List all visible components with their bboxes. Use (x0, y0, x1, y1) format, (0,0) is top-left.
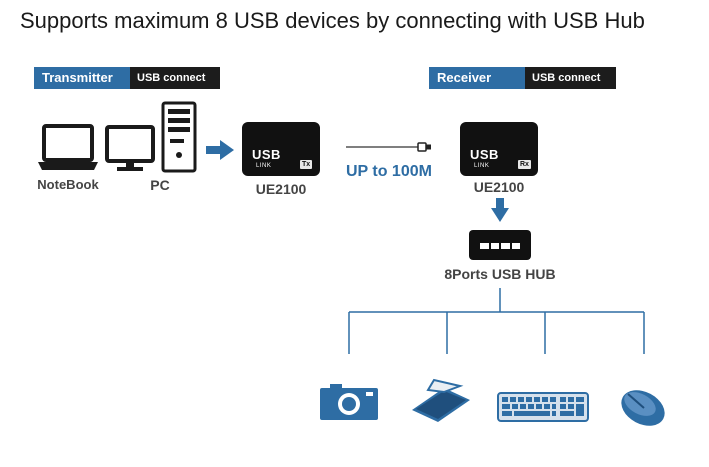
receiver-usb-connect-tag: USB connect (525, 67, 616, 89)
tx-device-badge: Tx (300, 160, 313, 169)
mouse-icon (621, 390, 665, 426)
monitor-icon (105, 125, 155, 171)
page-title: Supports maximum 8 USB devices by connec… (20, 8, 645, 33)
hub-label: 8Ports USB HUB (444, 266, 556, 282)
notebook-label: NoteBook (37, 177, 99, 192)
notebook-icon (38, 124, 98, 170)
transmitter-device: USB LINK Tx (242, 122, 320, 176)
transmitter-tag: Transmitter (34, 67, 130, 89)
pc-tower-icon (161, 101, 197, 173)
hub-port (511, 243, 520, 249)
rx-device-brand: USB (470, 147, 499, 162)
hub-port (490, 243, 499, 249)
arrow-right-icon (206, 140, 234, 160)
tx-device-sub: LINK (256, 163, 272, 169)
arrow-down-icon (491, 198, 509, 222)
distance-label: UP to 100M (346, 163, 432, 180)
hub-port (480, 243, 489, 249)
keyboard-icon (497, 392, 589, 422)
receiver-device: USB LINK Rx (460, 122, 538, 176)
transmitter-usb-connect-tag: USB connect (130, 67, 220, 89)
pc-label: PC (150, 177, 170, 193)
tx-model-label: UE2100 (255, 181, 307, 197)
receiver-tag: Receiver (429, 67, 525, 89)
tx-device-brand: USB (252, 147, 281, 162)
hub-port (501, 243, 510, 249)
usb-hub (469, 230, 531, 260)
camera-icon (320, 384, 378, 420)
rx-device-badge: Rx (518, 160, 531, 169)
rx-model-label: UE2100 (473, 179, 525, 195)
cable-icon (346, 142, 431, 152)
scanner-icon (412, 378, 470, 422)
hub-ports (480, 243, 520, 249)
rx-device-sub: LINK (474, 163, 490, 169)
